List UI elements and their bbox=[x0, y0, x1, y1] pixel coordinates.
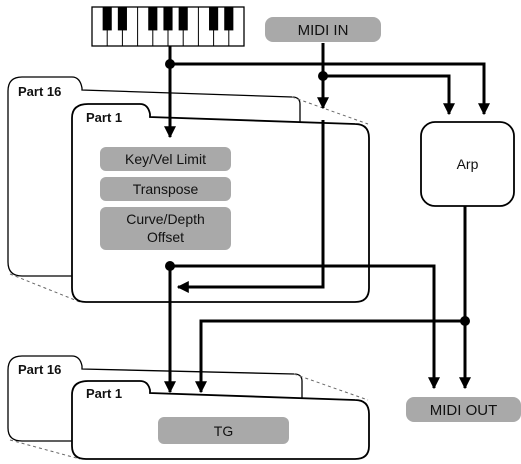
keyboard-icon bbox=[91, 6, 245, 47]
tg-label: TG bbox=[214, 423, 233, 439]
midi-in-to-arp-line bbox=[323, 74, 455, 116]
midi-in-thru-part-line bbox=[176, 120, 325, 293]
arp-block bbox=[420, 121, 515, 207]
arp-label: Arp bbox=[457, 156, 479, 172]
curve-depth-offset-block bbox=[100, 207, 231, 250]
transpose-block bbox=[100, 177, 231, 201]
part-to-midi-out-line bbox=[170, 264, 440, 390]
midi-out-tag bbox=[406, 397, 521, 422]
midi-in-label: MIDI IN bbox=[298, 22, 349, 39]
lower-part-16-label: Part 16 bbox=[18, 362, 61, 377]
junction-dot-part-output bbox=[165, 261, 175, 271]
upper-part-16-label: Part 16 bbox=[18, 84, 61, 99]
midi-out-label: MIDI OUT bbox=[430, 402, 498, 419]
keyboard-black-key bbox=[163, 7, 173, 31]
keyboard-black-key bbox=[178, 7, 188, 31]
keyboard-black-key bbox=[209, 7, 219, 31]
midi-in-tag bbox=[265, 17, 381, 42]
curve-depth-label-line2: Offset bbox=[147, 229, 184, 245]
keyboard-black-key bbox=[102, 7, 112, 31]
curve-depth-label-line1: Curve/Depth bbox=[126, 211, 205, 227]
junction-dot-keyboard bbox=[165, 59, 175, 69]
transpose-label: Transpose bbox=[133, 181, 199, 197]
keyboard-black-key bbox=[148, 7, 158, 31]
key-vel-limit-label: Key/Vel Limit bbox=[125, 151, 206, 167]
signal-lines bbox=[164, 43, 490, 394]
upper-part-1-label: Part 1 bbox=[86, 110, 122, 125]
lower-part-1-label: Part 1 bbox=[86, 386, 122, 401]
junction-dot-arp-output bbox=[460, 316, 470, 326]
keyboard-to-arp-line bbox=[170, 62, 490, 116]
arp-to-tg-line bbox=[195, 319, 465, 394]
tg-block bbox=[158, 417, 289, 444]
keyboard-black-key bbox=[224, 7, 234, 31]
keyboard-black-key bbox=[117, 7, 127, 31]
junction-dot-midi-in bbox=[318, 71, 328, 81]
key-vel-limit-block bbox=[100, 147, 231, 171]
